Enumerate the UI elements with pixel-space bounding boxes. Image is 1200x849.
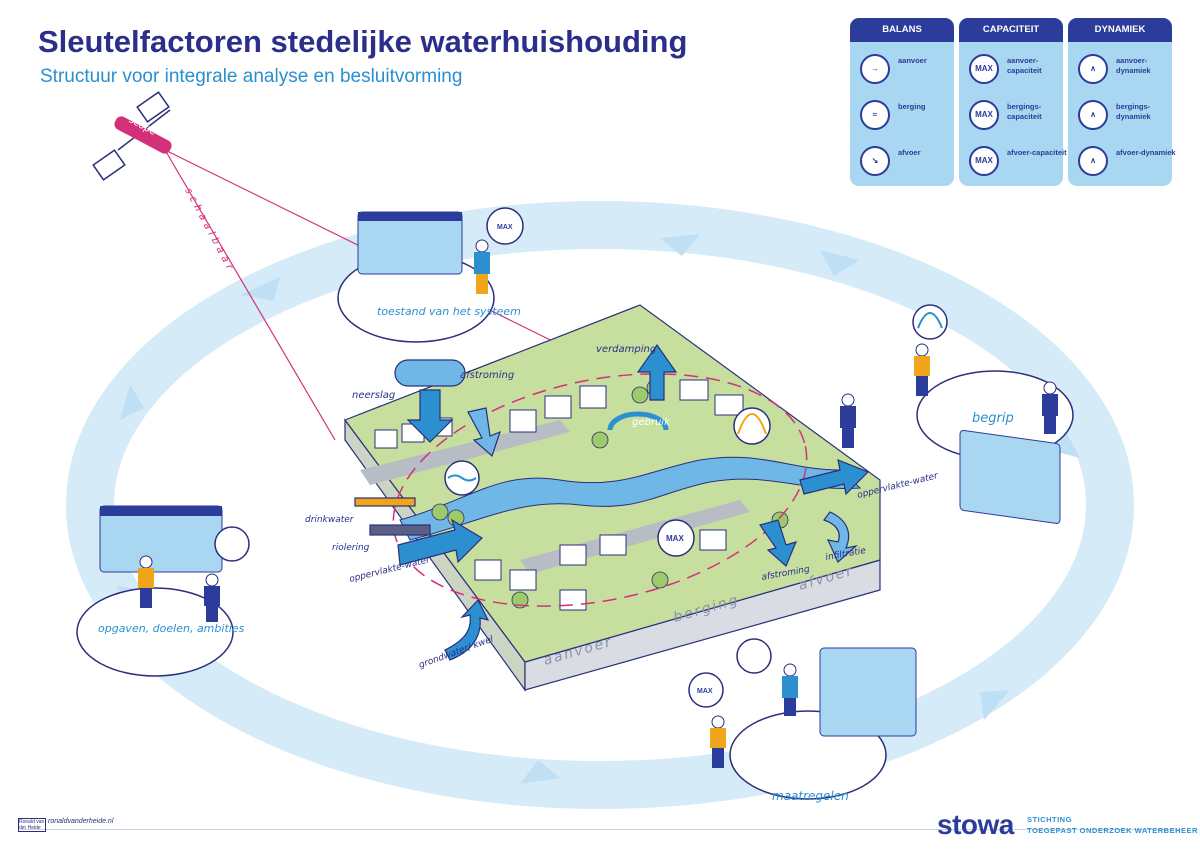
stowa-tagline-line1: STICHTING bbox=[1027, 815, 1072, 824]
label-verdamping: verdamping bbox=[596, 344, 656, 355]
max-icon: MAX bbox=[969, 100, 999, 130]
use-circle-arrow bbox=[607, 411, 669, 431]
person-figure bbox=[138, 555, 154, 608]
stowa-tagline-line2: TOEGEPAST ONDERZOEK WATERBEHEER bbox=[1027, 826, 1198, 835]
legend-item: →aanvoer bbox=[860, 54, 960, 88]
label-riolering: riolering bbox=[332, 543, 370, 553]
max-bubble-text: MAX bbox=[697, 688, 713, 695]
stage-opgaven: opgaven, doelen, ambities bbox=[76, 505, 250, 677]
label-grondwater: grondwater/ kwel bbox=[418, 634, 496, 670]
stage-toestand: MAX toestand van het systeem bbox=[337, 207, 524, 343]
artist-url[interactable]: ronaldvanderheide.nl bbox=[48, 818, 114, 825]
person-figure bbox=[914, 343, 930, 396]
infiltration-arrow bbox=[823, 511, 859, 563]
legend-item: ∧bergings-dynamiek bbox=[1078, 100, 1178, 134]
person-figure bbox=[204, 573, 220, 622]
block-indicator-icons: MAX bbox=[444, 407, 771, 557]
peak-curve-icon: ∧ bbox=[1078, 54, 1108, 84]
legend-item: ∧afvoer-dynamiek bbox=[1078, 146, 1178, 180]
legend-item: ≈berging bbox=[860, 100, 960, 134]
peak-curve-icon: ∧ bbox=[1078, 100, 1108, 130]
max-icon: MAX bbox=[969, 146, 999, 176]
legend-panel: BALANS →aanvoer ≈berging ↘afvoer CAPACIT… bbox=[850, 18, 1176, 186]
legend-item: ↘afvoer bbox=[860, 146, 960, 180]
person-figure bbox=[840, 393, 856, 448]
scalable-label: schaalbaar bbox=[182, 186, 236, 275]
legend-col-dynamiek: DYNAMIEK ∧aanvoer-dynamiek ∧bergings-dyn… bbox=[1068, 18, 1176, 186]
riolering-pipe bbox=[369, 524, 431, 536]
max-icon: MAX bbox=[969, 54, 999, 84]
flow-arrows bbox=[354, 343, 870, 661]
label-drinkwater: drinkwater bbox=[305, 515, 355, 525]
runoff-arrow-top bbox=[467, 407, 501, 458]
discharge-icon: ↘ bbox=[860, 146, 890, 176]
max-bubble-icon bbox=[688, 672, 724, 708]
peak-bubble-icon bbox=[912, 304, 948, 340]
drinkwater-pipe bbox=[354, 497, 416, 507]
legend-heading-capaciteit: CAPACITEIT bbox=[959, 18, 1063, 42]
capacity-max-text: MAX bbox=[666, 534, 684, 543]
capacity-max-icon bbox=[657, 519, 695, 557]
page-subtitle: Structuur voor integrale analyse en besl… bbox=[40, 66, 463, 87]
legend-heading-balans: BALANS bbox=[850, 18, 954, 42]
mini-board bbox=[357, 211, 463, 275]
legend-col-balans: BALANS →aanvoer ≈berging ↘afvoer bbox=[850, 18, 954, 186]
satellite-body bbox=[114, 116, 172, 154]
mini-board bbox=[959, 429, 1061, 524]
stage-label-maatregelen: maatregelen bbox=[772, 789, 849, 803]
dynamics-peak-icon bbox=[733, 407, 771, 445]
legend-heading-dynamiek: DYNAMIEK bbox=[1068, 18, 1172, 42]
person-figure bbox=[1042, 381, 1058, 434]
storage-bubble-icon bbox=[736, 638, 772, 674]
runoff-arrow-bottom bbox=[759, 519, 798, 568]
artist-signature-logo: Ronald van der Heide bbox=[18, 818, 46, 832]
peak-curve-icon: ∧ bbox=[1078, 146, 1108, 176]
storage-bubble-icon bbox=[214, 526, 250, 562]
storage-icon: ≈ bbox=[860, 100, 890, 130]
legend-item: ∧aanvoer-dynamiek bbox=[1078, 54, 1178, 88]
mini-board bbox=[819, 647, 917, 737]
page-title: Sleutelfactoren stedelijke waterhuishoud… bbox=[38, 24, 688, 59]
label-afstroming-top: afstroming bbox=[460, 370, 514, 381]
groundwater-arrow bbox=[444, 598, 490, 661]
stowa-logo: stowa bbox=[937, 809, 1014, 840]
stage-label-opgaven: opgaven, doelen, ambities bbox=[98, 622, 245, 635]
person-figure bbox=[782, 663, 798, 716]
label-neerslag: neerslag bbox=[352, 390, 395, 401]
rain-arrow bbox=[406, 389, 454, 443]
supply-icon: → bbox=[860, 54, 890, 84]
footer-divider bbox=[20, 829, 1180, 830]
label-gebruik: gebruik bbox=[632, 417, 671, 428]
max-bubble-text: MAX bbox=[497, 224, 513, 231]
stage-begrip: begrip bbox=[912, 304, 1074, 524]
evaporation-arrow bbox=[636, 343, 678, 401]
satellite-panels bbox=[92, 91, 171, 181]
label-oppervlaktewater-in: oppervlakte-water bbox=[348, 555, 432, 585]
surface-water-out-arrow bbox=[799, 459, 870, 496]
person-figure bbox=[474, 239, 490, 294]
stage-label-toestand: toestand van het systeem bbox=[377, 305, 521, 318]
rain-cloud bbox=[394, 359, 466, 387]
surface-water-in-arrow bbox=[397, 518, 483, 566]
stage-maatregelen: MAX maatregelen bbox=[688, 638, 917, 803]
stage-label-begrip: begrip bbox=[972, 411, 1014, 426]
max-bubble-icon bbox=[486, 207, 524, 245]
road-left bbox=[360, 420, 570, 485]
person-figure bbox=[710, 715, 726, 768]
